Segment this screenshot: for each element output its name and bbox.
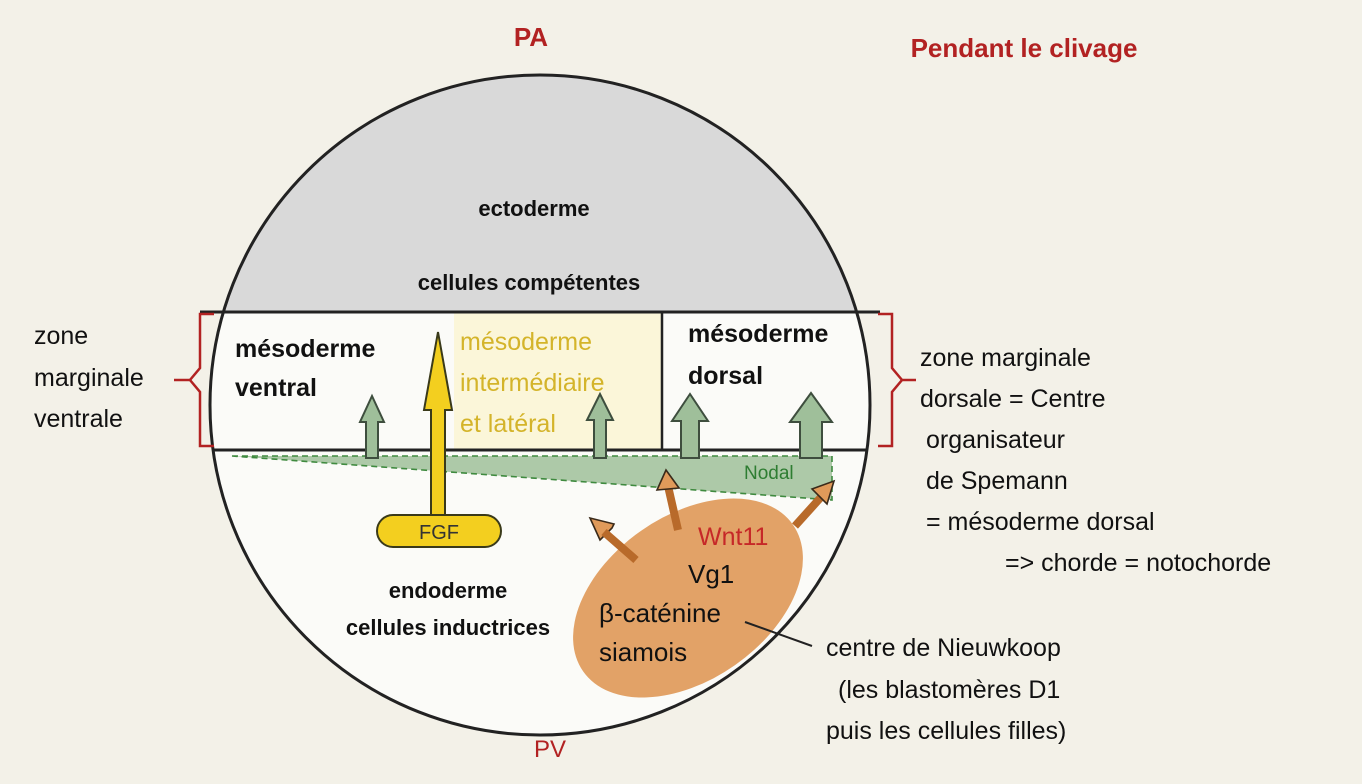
nieuwkoop-label-line1: centre de Nieuwkoop bbox=[826, 634, 1061, 662]
fgf-label: FGF bbox=[419, 522, 459, 544]
beta-catenin-label: β-caténine bbox=[599, 598, 721, 628]
nodal-arrow-2 bbox=[585, 391, 615, 459]
dorsal-zone-bracket bbox=[878, 312, 904, 448]
ventral-zone-line1: zone bbox=[34, 322, 88, 350]
fgf-badge bbox=[376, 514, 502, 548]
embryo-outline bbox=[208, 73, 872, 737]
orange-arrow-3 bbox=[792, 493, 825, 529]
nodal-label: Nodal bbox=[744, 463, 794, 484]
nieuwkoop-pointer bbox=[744, 621, 813, 647]
nodal-arrow-1 bbox=[358, 393, 386, 459]
ventral-mesoderm-line2: ventral bbox=[235, 374, 317, 402]
orange-arrowhead-2 bbox=[655, 468, 681, 491]
diagram-title: Pendant le clivage bbox=[911, 33, 1138, 63]
ectoderm-label: ectoderme bbox=[478, 196, 589, 221]
ventral-zone-line2: marginale bbox=[34, 364, 144, 392]
wnt11-label: Wnt11 bbox=[698, 523, 768, 551]
competent-cells-label: cellules compétentes bbox=[418, 270, 641, 295]
ventral-zone-line3: ventrale bbox=[34, 405, 123, 433]
orange-arrowhead-3 bbox=[810, 479, 836, 506]
nieuwkoop-label-line2: (les blastomères D1 bbox=[838, 676, 1060, 704]
nodal-gradient bbox=[231, 455, 833, 501]
dorsal-mesoderm-line2: dorsal bbox=[688, 362, 763, 390]
ventral-mesoderm-line1: mésoderme bbox=[235, 335, 375, 363]
nieuwkoop-center bbox=[573, 498, 803, 698]
dorsal-mesoderm-line1: mésoderme bbox=[688, 320, 828, 348]
intermediate-mesoderm-line2: intermédiaire bbox=[460, 369, 605, 397]
orange-arrow-2 bbox=[664, 485, 682, 531]
siamois-label: siamois bbox=[599, 637, 687, 667]
nieuwkoop-label-line3: puis les cellules filles) bbox=[826, 717, 1066, 745]
vegetal-pole-label: PV bbox=[534, 736, 566, 763]
vg1-label: Vg1 bbox=[688, 559, 734, 589]
dorsal-zone-line4: de Spemann bbox=[926, 467, 1068, 495]
inducer-cells-label: cellules inductrices bbox=[346, 615, 550, 640]
endoderm-label: endoderme bbox=[389, 578, 508, 603]
dorsal-zone-line1: zone marginale bbox=[920, 344, 1091, 372]
nodal-arrow-4 bbox=[788, 391, 834, 459]
dorsal-zone-line3: organisateur bbox=[926, 426, 1065, 454]
fgf-arrow bbox=[422, 331, 454, 519]
dorsal-zone-line6: => chorde = notochorde bbox=[1005, 549, 1271, 577]
dorsal-zone-line2: dorsale = Centre bbox=[920, 385, 1106, 413]
intermediate-mesoderm-line3: et latéral bbox=[460, 410, 556, 438]
dorsal-zone-line5: = mésoderme dorsal bbox=[926, 508, 1155, 536]
animal-pole-label: PA bbox=[514, 22, 548, 52]
orange-arrow-1 bbox=[601, 528, 639, 564]
intermediate-mesoderm-region bbox=[454, 313, 662, 449]
intermediate-mesoderm-line1: mésoderme bbox=[460, 328, 592, 356]
nodal-arrow-3 bbox=[670, 392, 710, 459]
